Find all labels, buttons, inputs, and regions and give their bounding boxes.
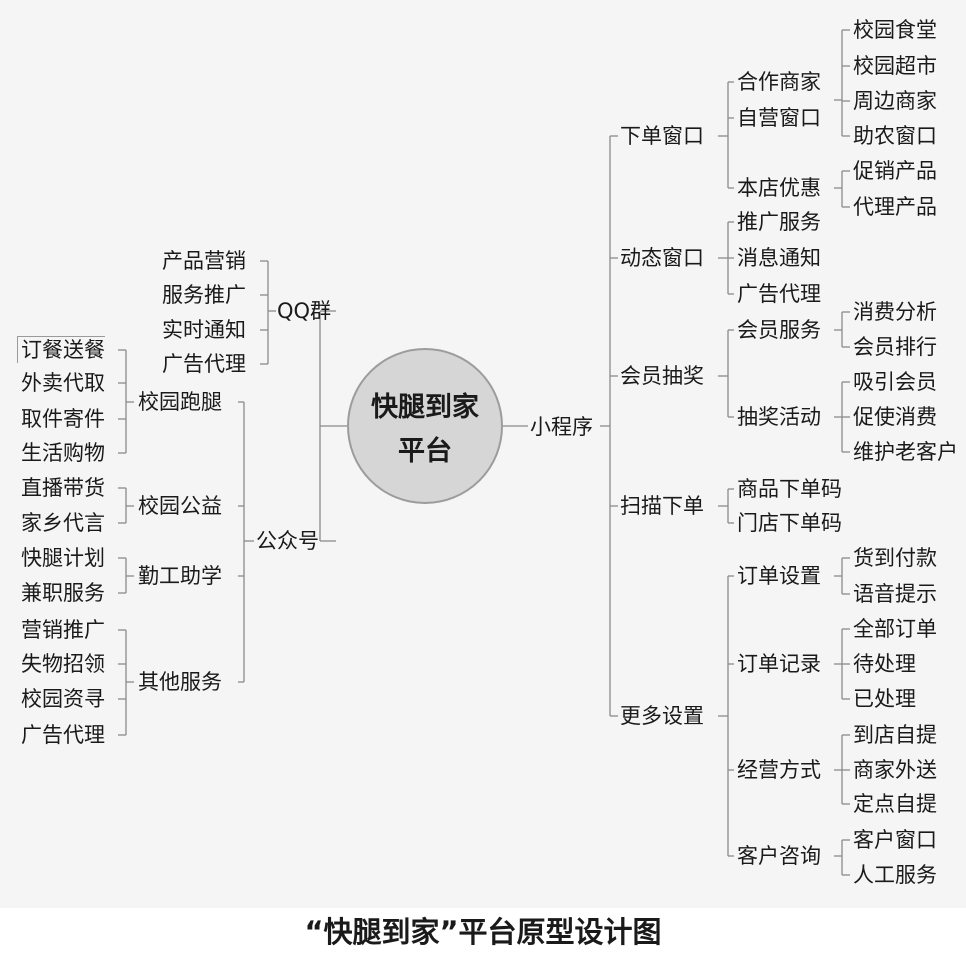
node-campus-canteen: 校园食堂 [853, 18, 937, 42]
node-retain-customers: 维护老客户 [853, 440, 958, 464]
node-promo-products: 促销产品 [853, 159, 937, 183]
node-hometown-ambassador: 家乡代言 [21, 511, 105, 535]
node-official-account: 公众号 [256, 529, 319, 553]
node-customer-consult: 客户咨询 [737, 844, 821, 868]
node-marketing-promo: 营销推广 [21, 618, 105, 642]
node-store-offers: 本店优惠 [737, 176, 821, 200]
node-ad-agency-right: 广告代理 [737, 282, 821, 306]
node-nearby-merchants: 周边商家 [853, 89, 937, 113]
node-other-services: 其他服务 [138, 670, 222, 694]
node-voice-prompt: 语音提示 [853, 582, 937, 606]
node-member-service: 会员服务 [737, 318, 821, 342]
center-title-line1: 快腿到家 [371, 392, 479, 423]
node-ad-agency-left: 广告代理 [21, 723, 105, 747]
node-cash-on-delivery: 货到付款 [853, 546, 937, 570]
node-fixed-pickup: 定点自提 [853, 792, 937, 816]
node-life-shopping: 生活购物 [21, 441, 105, 465]
figure-caption: “快腿到家”平台原型设计图 [304, 915, 662, 949]
node-product-marketing: 产品营销 [162, 249, 246, 273]
node-store-order-code: 门店下单码 [737, 511, 842, 535]
node-order-settings: 订单设置 [737, 564, 821, 588]
node-lottery-activity: 抽奖活动 [737, 405, 821, 429]
node-ad-agency-qq: 广告代理 [162, 352, 246, 376]
node-kuaitui-plan: 快腿计划 [21, 546, 105, 570]
node-mini-program: 小程序 [530, 415, 593, 439]
node-parcel-send: 取件寄件 [21, 407, 105, 431]
node-promo-service: 推广服务 [737, 210, 821, 234]
node-merchant-delivery: 商家外送 [853, 758, 937, 782]
node-qq-group: QQ群 [277, 299, 332, 323]
node-work-study: 勤工助学 [138, 564, 222, 588]
node-pending: 待处理 [853, 652, 916, 676]
node-partner-merchants: 合作商家 [737, 70, 821, 94]
node-manual-service: 人工服务 [853, 863, 937, 887]
node-consumption-analysis: 消费分析 [853, 300, 937, 324]
node-business-mode: 经营方式 [737, 758, 821, 782]
node-realtime-notify: 实时通知 [162, 318, 246, 342]
node-all-orders: 全部订单 [853, 617, 937, 641]
node-store-pickup: 到店自提 [853, 723, 937, 747]
node-dynamic-window: 动态窗口 [620, 246, 704, 270]
node-member-ranking: 会员排行 [853, 335, 937, 359]
node-campus-errand: 校园跑腿 [138, 390, 222, 414]
node-product-order-code: 商品下单码 [737, 477, 842, 501]
node-meal-delivery: 订餐送餐 [17, 336, 105, 363]
connector-lines [118, 29, 850, 876]
node-order-window: 下单窗口 [620, 124, 704, 148]
node-self-window: 自营窗口 [737, 106, 821, 130]
node-campus-charity: 校园公益 [138, 494, 222, 518]
node-order-records: 订单记录 [737, 652, 821, 676]
node-member-lottery: 会员抽奖 [620, 364, 704, 388]
node-processed: 已处理 [853, 687, 916, 711]
node-boost-consumption: 促使消费 [853, 405, 937, 429]
mind-map-canvas: 快腿到家 平台 小程序 下单窗口 动态窗口 会员抽奖 扫描下单 更多设置 合作商… [17, 18, 958, 887]
node-scan-order: 扫描下单 [620, 494, 704, 518]
node-service-promotion: 服务推广 [162, 283, 246, 307]
node-campus-supermarket: 校园超市 [853, 54, 937, 78]
node-attract-members: 吸引会员 [853, 370, 937, 394]
node-lost-found: 失物招领 [21, 652, 105, 676]
node-more-settings: 更多设置 [620, 704, 704, 728]
center-title-line2: 平台 [398, 436, 452, 467]
node-takeout-pickup: 外卖代取 [21, 371, 105, 395]
node-message-notify: 消息通知 [737, 246, 821, 270]
node-agency-products: 代理产品 [853, 195, 937, 219]
node-part-time: 兼职服务 [21, 581, 105, 605]
node-live-selling: 直播带货 [21, 476, 105, 500]
node-customer-window: 客户窗口 [853, 828, 937, 852]
node-farm-window: 助农窗口 [853, 124, 937, 148]
node-campus-resources: 校园资寻 [21, 687, 105, 711]
center-node [347, 348, 503, 504]
